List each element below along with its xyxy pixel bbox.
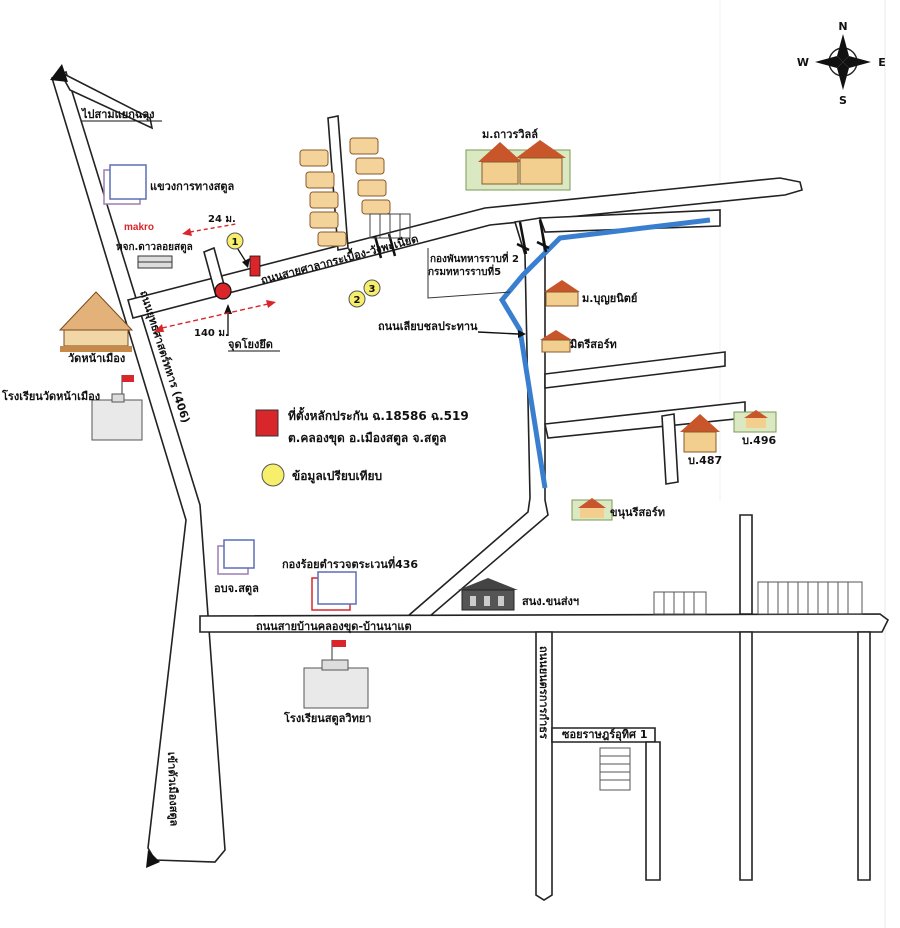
label-survey-point: จุดโยงยึด [228,337,273,352]
road-406 [51,70,226,863]
label-house-487: บ.487 [688,454,722,467]
legend-property-line1: ที่ตั้งหลักประกัน ฉ.18586 ฉ.519 [288,406,469,423]
label-temple: วัดหน้าเมือง [68,352,125,365]
regiment-area [427,248,511,299]
label-distance-24: 24 ม. [208,214,236,225]
bridge-icon [516,219,550,255]
label-road-khlongkhut: ถนนสายบ้านคลองขุด-บ้านนาแต [256,620,412,634]
svg-text:E: E [878,56,886,69]
property-marker [249,255,261,277]
irrigation-canal [498,217,711,489]
school-temple-icon [91,375,143,441]
arrow-to-junction-icon [50,64,68,82]
label-police: กองร้อยตำรวจตระเวนที่436 [282,556,418,571]
compass-rose-icon: N S W E [797,20,886,107]
comparison-marker-1: 1 [226,232,244,250]
road-to-junction [58,70,154,130]
label-transport-office: สนง.ขนส่งฯ [522,595,579,608]
label-regiment: กองพันทหารราบที่ 2 [430,251,519,265]
label-distance-140: 140 ม. [194,328,229,339]
label-obj: อบจ.สตูล [214,582,259,596]
label-road-bypass: ถนนเลียบชลประทาน [378,320,478,333]
transport-office-icon [458,578,518,611]
village-thaworn-icon [465,140,571,191]
mitri-resort-icon [540,330,572,353]
military-gate-icon [369,213,411,239]
legend-comparison-swatch [261,463,285,487]
arrow-road-bypass-icon [477,331,519,335]
survey-point-marker [214,282,232,300]
fence-block-icon [599,581,863,791]
label-infantry: กรมทหารราบที่5 [428,264,501,278]
temple-icon [58,291,134,352]
road-lane-487 [661,413,679,485]
legend-comparison: ข้อมูลเปรียบเทียบ [292,469,382,484]
svg-text:3: 3 [369,284,376,295]
svg-text:N: N [838,20,847,33]
label-shop: หจก.ดาวลอยสตูล [116,242,193,254]
distance-140-arrow-icon [154,300,276,332]
distance-24-arrow-icon [182,223,237,236]
legend-property-swatch [255,409,279,437]
comparison-marker-3: 3 [363,279,381,297]
house-487-icon [680,414,720,453]
village-boonyanit-icon [544,280,580,307]
legend: ที่ตั้งหลักประกัน ฉ.18586 ฉ.519 ต.คลองขุ… [255,406,469,487]
label-to-city: เข้าตัวเมืองสตูล [164,752,181,827]
police-office-icon [311,571,357,611]
khanun-resort-icon [571,498,613,521]
makro-logo: makro [124,222,154,233]
label-to-junction: ไปสามแยกฉลุง [80,107,154,122]
label-house-496: บ.496 [742,434,776,447]
label-soi-rat: ซอยราษฎร์อุทิศ 1 [562,728,647,742]
svg-text:S: S [839,94,847,107]
road-lane-2 [544,351,726,389]
house-496-icon [733,410,777,433]
label-highway-office: แขวงการทางสตูล [150,180,235,194]
label-village-thaworn: ม.ถาวรวิลล์ [482,128,538,141]
arrow-to-city-icon [146,850,160,868]
house-cluster-icon [299,137,391,247]
svg-text:2: 2 [354,295,361,306]
highway-office-icon [103,164,147,205]
obj-office-icon [217,539,255,575]
road-soi-rat-down [645,741,661,881]
label-village-boonyanit: ม.บุญยนิตย์ [582,292,637,306]
road-right-b [739,631,753,881]
road-yontrakan [535,631,553,901]
label-mitri-resort: มิตรีสอร์ท [570,338,617,351]
label-school-temple: โรงเรียนวัดหน้าเมือง [1,389,100,403]
road-main [127,177,803,319]
label-road-yontrakan: ถนนยนตรการกำธร [537,646,550,739]
comparison-marker-2: 2 [348,290,366,308]
road-right-c [857,631,871,881]
shop-icon [137,255,173,269]
svg-text:1: 1 [232,237,239,248]
school-satun-icon [303,640,369,709]
label-khanun-resort: ขนุนรีสอร์ท [610,506,665,520]
label-school-satun: โรงเรียนสตูลวิทยา [283,711,371,726]
road-right-a [739,514,753,615]
svg-text:W: W [797,56,809,69]
legend-property-line2: ต.คลองขุด อ.เมืองสตูล จ.สตูล [288,431,447,446]
